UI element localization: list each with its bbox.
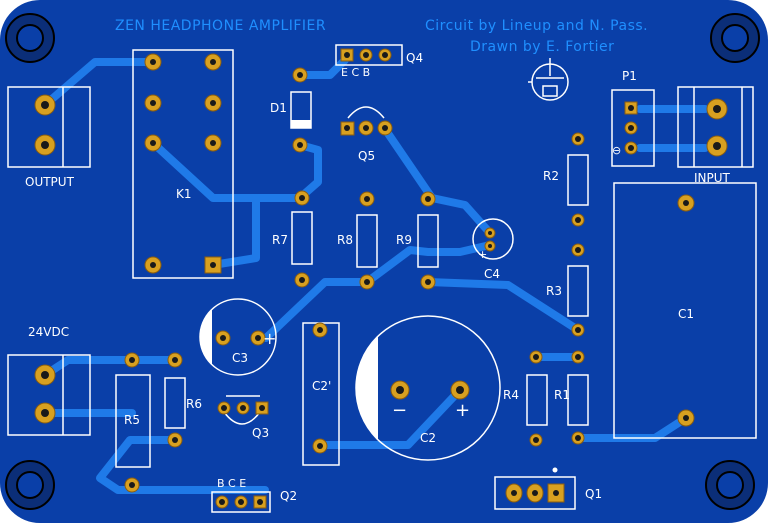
r8-label: R8 (337, 233, 353, 247)
k1-label: K1 (176, 187, 192, 201)
resistor-r4 (526, 350, 548, 447)
r1-label: R1 (554, 388, 570, 402)
resistor-r9 (417, 191, 439, 290)
tube-logo-icon (528, 58, 569, 101)
q4-pin-labels: E C B (341, 66, 370, 79)
r5-label: R5 (124, 413, 140, 427)
c4-plus: + (478, 248, 487, 261)
r4-label: R4 (503, 388, 519, 402)
q5-label: Q5 (358, 149, 375, 163)
capacitor-c1 (613, 182, 757, 439)
p1-minus-mark: ⊖ (612, 144, 621, 157)
r3-label: R3 (546, 284, 562, 298)
q2-pin-labels: B C E (217, 477, 246, 490)
r7-label: R7 (272, 233, 288, 247)
capacitor-c3: + (199, 298, 277, 376)
mounting-hole-bl (5, 460, 55, 510)
connector-p1 (611, 89, 655, 167)
q1-label: Q1 (585, 487, 602, 501)
r9-label: R9 (396, 233, 412, 247)
c3-plus: + (263, 329, 276, 348)
mounting-hole-tl (5, 13, 55, 63)
diode-d1 (290, 67, 312, 153)
resistor-r5 (115, 352, 151, 493)
c3-label: C3 (232, 351, 248, 365)
resistor-r7 (291, 190, 313, 288)
c2-plus: + (455, 400, 470, 421)
resistor-r2 (567, 132, 589, 227)
transistor-q3 (217, 395, 269, 425)
c2-prime-label: C2' (312, 379, 331, 393)
transistor-q1 (494, 467, 576, 510)
mounting-hole-br (705, 460, 755, 510)
transistor-q2 (211, 491, 271, 513)
resistor-r8 (356, 191, 378, 290)
credits-line-1: Circuit by Lineup and N. Pass. (425, 18, 648, 34)
output-label: OUTPUT (25, 175, 75, 189)
input-terminal (677, 86, 754, 168)
board-title: ZEN HEADPHONE AMPLIFIER (115, 18, 326, 34)
c4-label: C4 (484, 267, 500, 281)
q4-label: Q4 (406, 51, 423, 65)
r2-label: R2 (543, 169, 559, 183)
power-label: 24VDC (28, 325, 69, 339)
p1-label: P1 (622, 69, 637, 83)
q3-label: Q3 (252, 426, 269, 440)
c1-label: C1 (678, 307, 694, 321)
capacitor-c2-prime (302, 322, 340, 466)
transistor-q5 (340, 106, 393, 136)
mounting-hole-tr (710, 13, 760, 63)
d1-label: D1 (270, 101, 287, 115)
c2-minus: − (392, 400, 407, 421)
input-label: INPUT (694, 171, 731, 185)
transistor-q4 (335, 44, 403, 66)
output-terminal (7, 86, 91, 168)
resistor-r6 (164, 352, 186, 448)
power-terminal (7, 354, 91, 436)
r6-label: R6 (186, 397, 202, 411)
q2-label: Q2 (280, 489, 297, 503)
resistor-r1 (567, 350, 589, 445)
c2-label: C2 (420, 431, 436, 445)
resistor-r3 (567, 243, 589, 337)
credits-line-2: Drawn by E. Fortier (470, 39, 614, 55)
capacitor-c2: − + (355, 315, 501, 461)
relay-k1 (132, 49, 234, 279)
capacitor-c4: + (472, 218, 514, 261)
